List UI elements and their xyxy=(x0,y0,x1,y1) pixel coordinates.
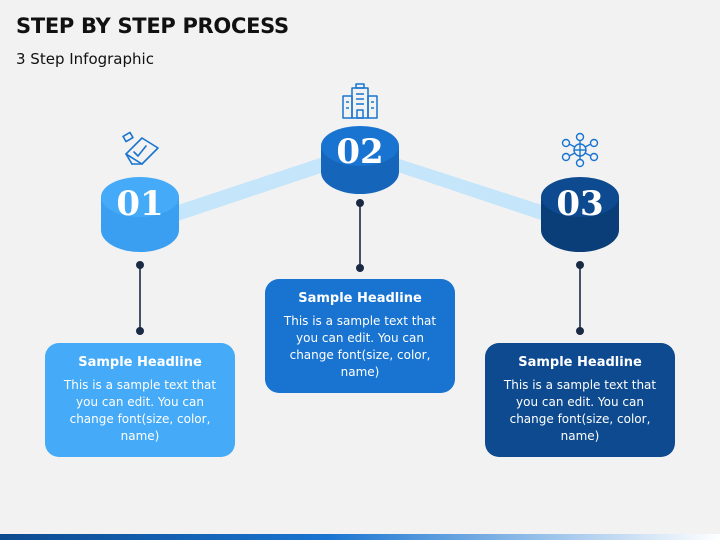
lead-line-3 xyxy=(575,260,584,335)
step-3-card: Sample Headline This is a sample text th… xyxy=(485,343,675,457)
step-2-body: This is a sample text that you can edit.… xyxy=(283,314,437,379)
page-title: STEP BY STEP PROCESS xyxy=(16,14,289,38)
beam-2-3 xyxy=(393,157,547,222)
step-1-headline: Sample Headline xyxy=(78,355,202,370)
connector-beams xyxy=(175,157,547,222)
page-subtitle: 3 Step Infographic xyxy=(16,50,154,68)
bottom-accent-bar xyxy=(0,534,720,540)
step-3-number: 03 xyxy=(556,184,603,224)
step-3-body: This is a sample text that you can edit.… xyxy=(503,378,657,443)
step-2-card: Sample Headline This is a sample text th… xyxy=(265,279,455,393)
step-2-headline: Sample Headline xyxy=(298,291,422,306)
money-network-icon xyxy=(561,132,599,168)
step-1-number: 01 xyxy=(116,184,163,224)
step-2-cylinder: 02 xyxy=(321,126,399,194)
step-3-cylinder: 03 xyxy=(541,177,619,252)
step-1-body: This is a sample text that you can edit.… xyxy=(63,378,217,443)
lead-line-1 xyxy=(136,260,145,335)
step-1-cylinder: 01 xyxy=(101,177,179,252)
beam-1-2 xyxy=(175,157,327,222)
step-2-number: 02 xyxy=(336,132,383,172)
lead-line-2 xyxy=(355,199,364,272)
step-3-headline: Sample Headline xyxy=(518,355,642,370)
lead-lines xyxy=(136,199,584,335)
clipboard-checklist-icon xyxy=(122,131,159,165)
step-1-card: Sample Headline This is a sample text th… xyxy=(45,343,235,457)
office-building-icon xyxy=(342,83,378,119)
